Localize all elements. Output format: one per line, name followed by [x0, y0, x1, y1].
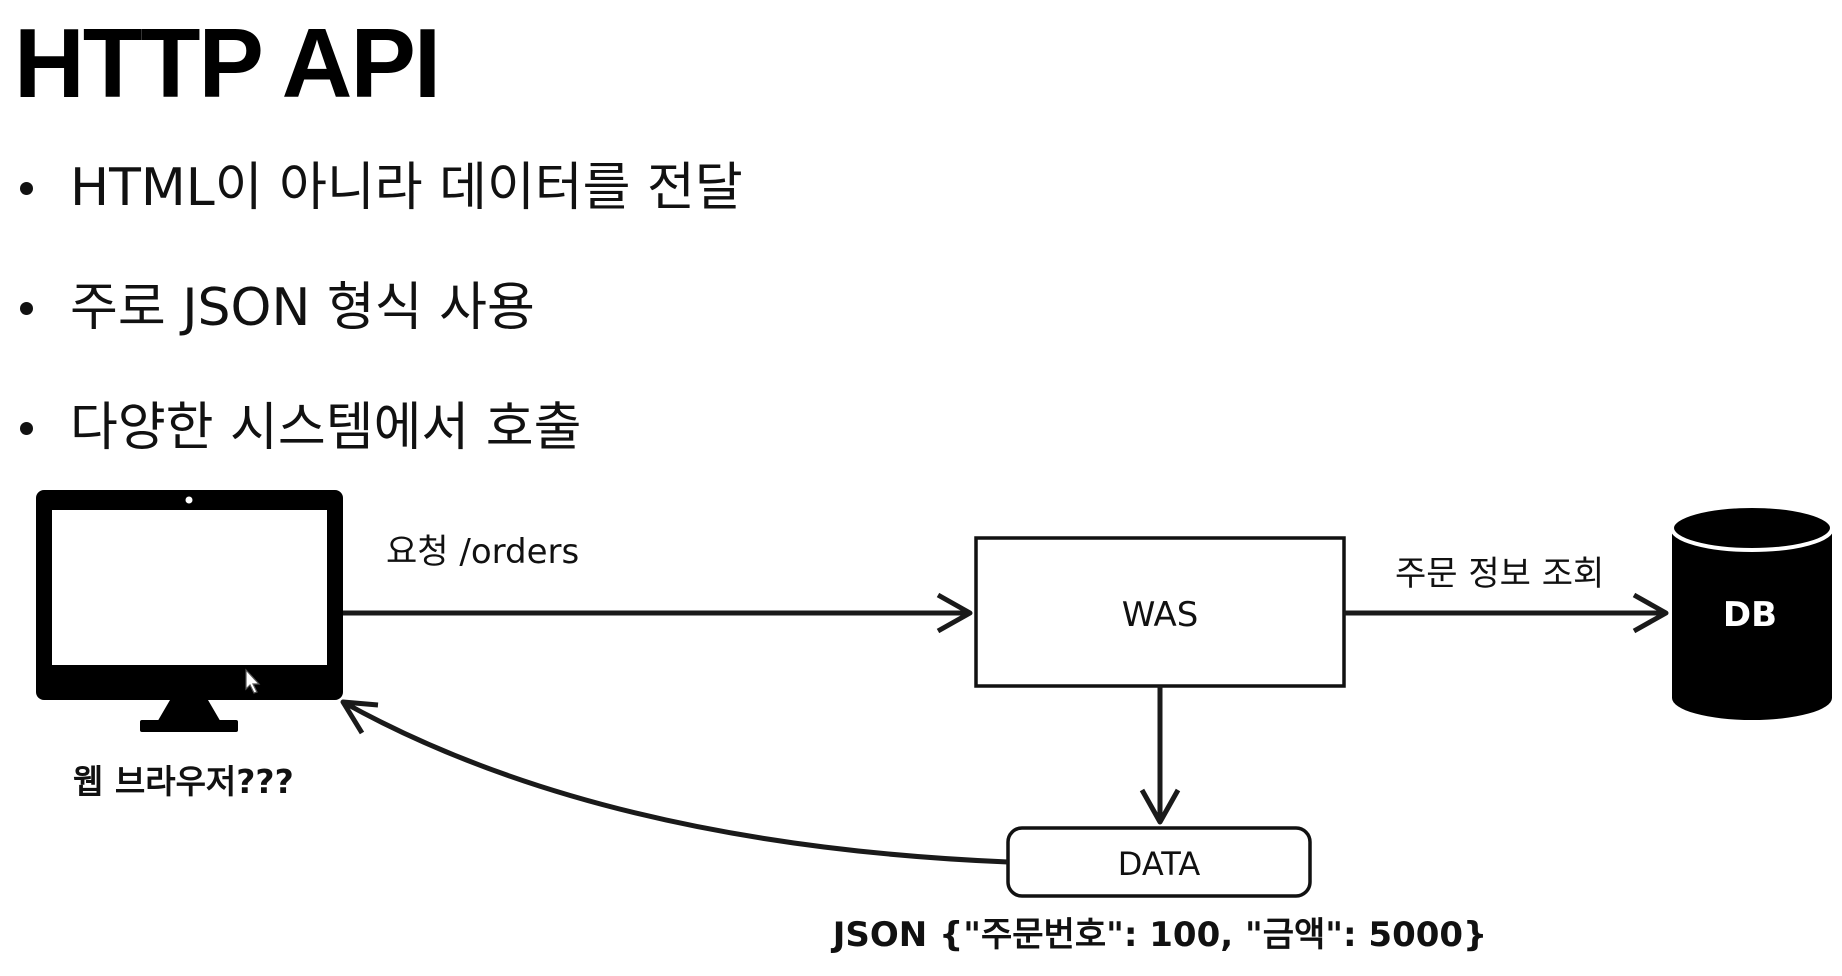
data-arrow — [1139, 686, 1181, 825]
bullet-item: 다양한 시스템에서 호출 — [12, 390, 743, 510]
json-example: JSON {"주문번호": 100, "금액": 5000} — [831, 915, 1488, 955]
request-arrow — [343, 592, 973, 634]
monitor-icon — [36, 490, 343, 732]
slide-title: HTTP API — [14, 8, 441, 118]
was-label: WAS — [1122, 595, 1199, 635]
db-query-label: 주문 정보 조회 — [1395, 554, 1604, 594]
bullet-text: HTML이 아니라 데이터를 전달 — [70, 158, 743, 218]
response-arrow — [340, 699, 1009, 865]
bullet-dot — [20, 182, 33, 195]
was-box — [974, 536, 1346, 688]
bullet-dot — [20, 302, 33, 315]
client-label: 웹 브라우저??? — [73, 762, 294, 801]
data-label: DATA — [1118, 845, 1201, 883]
bullet-item: 주로 JSON 형식 사용 — [12, 270, 743, 390]
database-icon — [1670, 504, 1834, 720]
db-query-arrow — [1344, 592, 1669, 634]
bullet-dot — [20, 422, 33, 435]
bullet-list: HTML이 아니라 데이터를 전달 주로 JSON 형식 사용 다양한 시스템에… — [12, 150, 743, 510]
request-label: 요청 /orders — [386, 532, 579, 572]
bullet-text: 주로 JSON 형식 사용 — [70, 278, 535, 338]
db-label: DB — [1723, 595, 1777, 635]
bullet-text: 다양한 시스템에서 호출 — [70, 398, 582, 458]
bullet-item: HTML이 아니라 데이터를 전달 — [12, 150, 743, 270]
cursor-icon — [245, 668, 261, 694]
